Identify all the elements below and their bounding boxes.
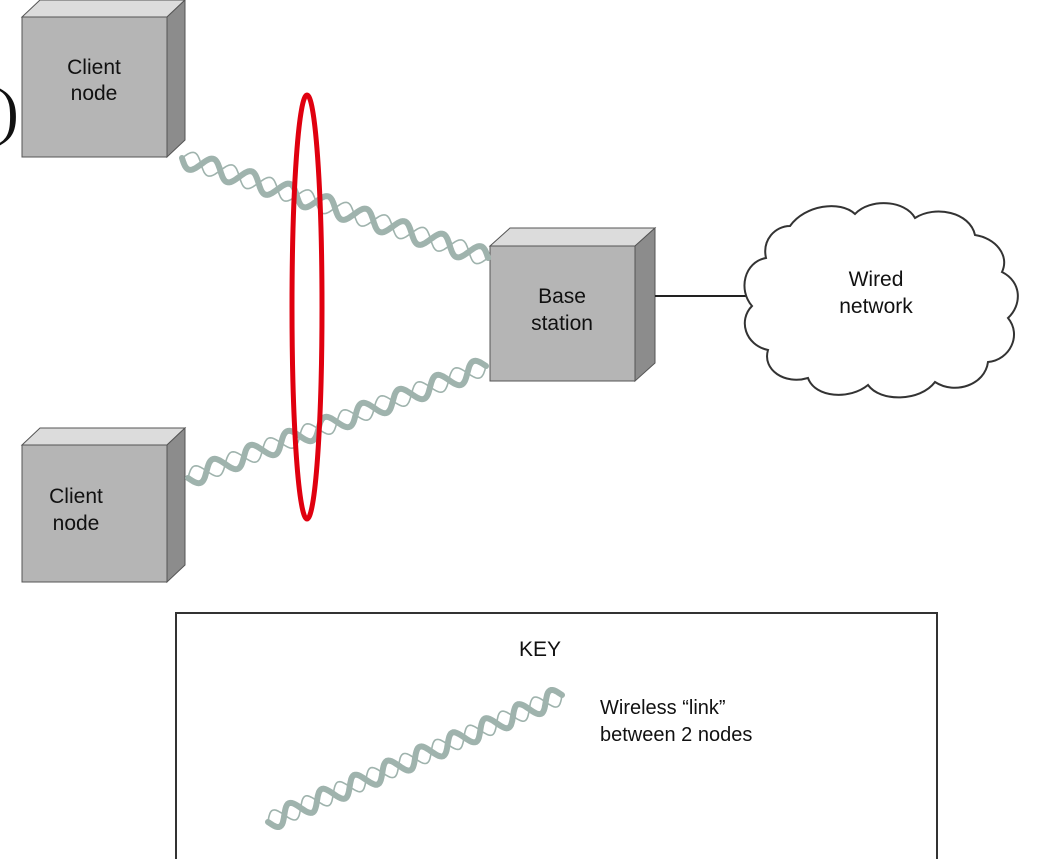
client-node-bottom-label-2: node (53, 512, 100, 535)
highlight-ellipse (289, 92, 325, 522)
client-node-bottom: Client node (20, 426, 187, 584)
cloud-outline (743, 202, 1019, 399)
key-wireless-link-sample (265, 687, 565, 830)
key-description-line-1: Wireless “link” (600, 697, 726, 719)
base-station-side-face (634, 226, 656, 383)
base-station-label-1: Base (538, 285, 586, 308)
edge-glyph: ) (0, 78, 19, 146)
client-node-bottom-side-face (166, 426, 186, 584)
wired-network-label-1: Wired (849, 268, 904, 291)
wireless-link-bottom (185, 357, 489, 487)
wireless-link-bottom-front-strand (185, 357, 489, 487)
base-station-top-face (488, 227, 657, 247)
key-legend-box: KEY Wireless “link” between 2 nodes (175, 612, 938, 859)
base-station-front-face (489, 245, 636, 382)
base-station: Base station (488, 226, 657, 383)
wired-network-cloud: Wired network (743, 202, 1019, 399)
base-station-label-2: station (531, 312, 593, 335)
client-node-top: Client node (20, 0, 186, 159)
client-node-bottom-front-face (21, 444, 168, 583)
wired-network-label-2: network (839, 295, 913, 318)
key-box-frame (175, 612, 938, 859)
client-node-bottom-label-1: Client (49, 485, 103, 508)
key-title: KEY (519, 638, 561, 661)
wireless-link-top-front-strand (179, 155, 491, 261)
wireless-link-top (179, 151, 491, 265)
client-node-bottom-top-face (20, 427, 187, 446)
key-wireless-link-sample-front-strand (265, 687, 565, 830)
client-node-top-side-face (166, 0, 186, 159)
key-description-line-2: between 2 nodes (600, 724, 752, 746)
client-node-top-label-2: node (71, 82, 118, 105)
client-node-top-label-1: Client (67, 56, 121, 79)
client-node-top-top-face (20, 0, 186, 18)
client-node-top-front-face (21, 16, 168, 158)
